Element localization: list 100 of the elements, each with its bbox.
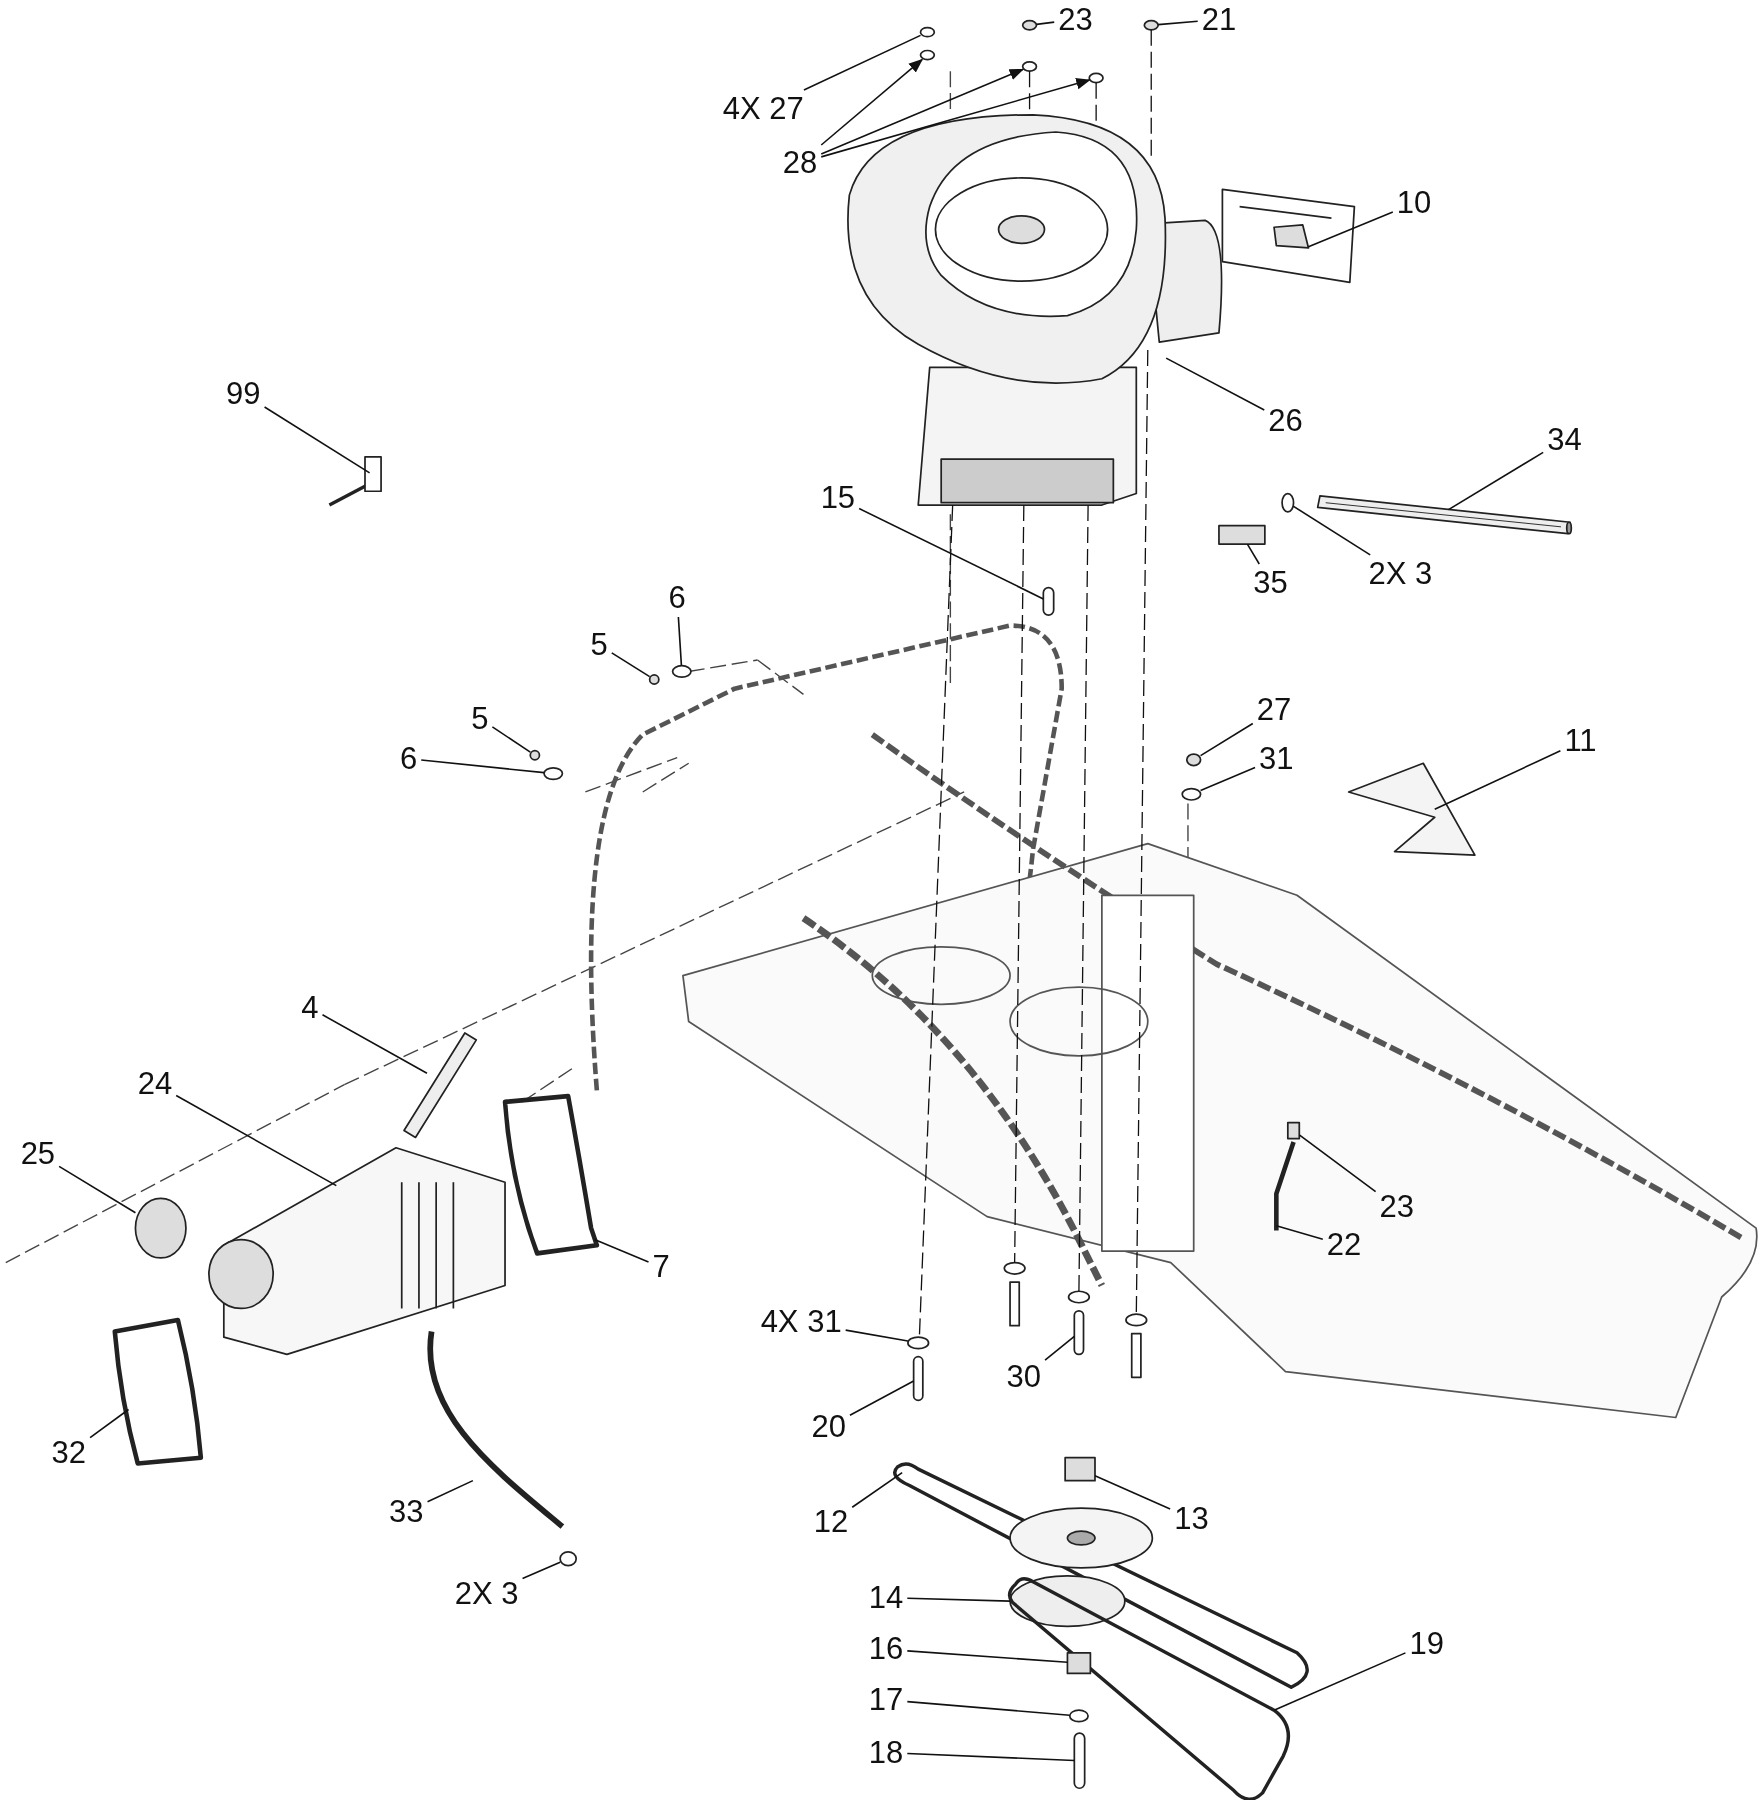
leader-line [820,58,924,146]
washer-drawing [671,664,692,679]
leader-line [851,1471,903,1509]
callout-number: 17 [868,1682,904,1717]
callout-number: 5 [590,628,608,663]
callout-number: 10 [1396,186,1432,221]
callout-number: 19 [1409,1626,1444,1661]
callout-number: 2X 3 [454,1577,519,1612]
rod-drawing [1274,1141,1296,1231]
bracket-drawing [502,1093,600,1256]
callout-number: 4X 31 [760,1305,842,1340]
callout-number: 34 [1547,422,1582,457]
callout-number: 2X 3 [1368,556,1433,591]
leader-line [593,1238,650,1263]
washer-drawing [1067,1290,1091,1304]
washer-drawing [907,1336,930,1350]
leader-line [858,507,1045,600]
alignment-line [1078,504,1089,1292]
fuel-hose-drawing [427,1331,565,1529]
washer-drawing [1003,1261,1026,1275]
callout-number: 11 [1564,724,1597,759]
leader-line [58,1165,137,1214]
leader-line [1035,21,1056,26]
leader-line [420,759,545,774]
nut-drawing [1021,19,1038,31]
bolt-drawing [912,1355,924,1402]
leader-line [1044,1335,1076,1361]
callout-number: 26 [1268,404,1303,439]
leader-line [803,34,922,91]
cap-drawing [134,1197,187,1259]
leader-line [1246,543,1261,565]
callout-number: 23 [1379,1190,1415,1225]
leader-line [849,1380,915,1417]
leader-line [906,1597,1011,1602]
bracket-drawing [112,1317,204,1466]
callout-number: 5 [471,701,489,736]
callout-number: 35 [1253,566,1288,601]
leader-line [175,1094,338,1187]
callout-number: 21 [1201,2,1237,37]
leader-line [89,1408,130,1439]
leader-line [1433,750,1562,810]
fitting-drawing [1218,524,1266,545]
callout-number: 25 [20,1136,56,1171]
callout-number: 18 [868,1735,904,1770]
leader-line [1447,451,1544,511]
washer-drawing [1021,61,1038,72]
fuel-tank-drawing [208,1146,506,1356]
callout-number: 99 [226,376,261,411]
callout-number: 12 [813,1504,849,1539]
tube-drawing [1316,494,1573,535]
belt-drawing [1007,1577,1291,1800]
alignment-line [1014,504,1025,1264]
callout-number: 4X 27 [722,92,804,127]
leader-line [1298,1134,1377,1193]
decal-drawing [1347,762,1476,856]
bolt-drawing [1073,1309,1085,1356]
callout-number: 6 [668,580,686,616]
callout-number: 30 [1006,1360,1042,1395]
leader-line [1307,211,1394,248]
callout-number: 28 [782,145,818,181]
callout-number: 24 [137,1066,173,1101]
leader-line [677,616,683,667]
spacer-drawing [1066,1651,1092,1675]
washer-drawing [543,767,564,781]
callout-number: 32 [51,1436,87,1471]
leader-line [1094,1475,1171,1510]
leader-line [610,652,651,678]
leader-line [906,1752,1076,1762]
callout-number: 22 [1326,1228,1362,1263]
leader-line [1199,722,1254,757]
callout-number: 15 [820,481,856,516]
callout-number: 13 [1174,1501,1209,1536]
bolt-drawing [1073,1732,1086,1790]
pipe-drawing [403,1032,478,1139]
leader-line [820,78,1091,158]
nut-drawing [648,674,660,685]
leader-line [820,68,1024,155]
fitting-drawing [1286,1121,1301,1140]
washer-drawing [1088,72,1104,84]
washer-drawing [1125,1313,1148,1327]
leader-line [906,1700,1071,1716]
callout-number: 31 [1259,741,1294,776]
clamp-drawing [1281,492,1295,513]
callout-number: 20 [811,1409,846,1444]
callout-number: 23 [1058,2,1093,37]
callout-number: 27 [1256,693,1292,728]
spacer-drawing [1064,1456,1096,1482]
washer-drawing [919,26,936,38]
callout-number: 7 [652,1250,670,1285]
nut-drawing [1185,753,1202,767]
leader-line [263,406,371,474]
leader-line [1292,505,1371,556]
callout-number: 14 [868,1580,904,1615]
leader-line [426,1479,474,1503]
leader-line [321,1014,428,1074]
key-drawing [1042,586,1055,617]
leader-line [521,1561,561,1580]
alignment-line [1135,349,1149,1315]
leader-line [1165,357,1266,411]
leader-line [491,726,532,753]
